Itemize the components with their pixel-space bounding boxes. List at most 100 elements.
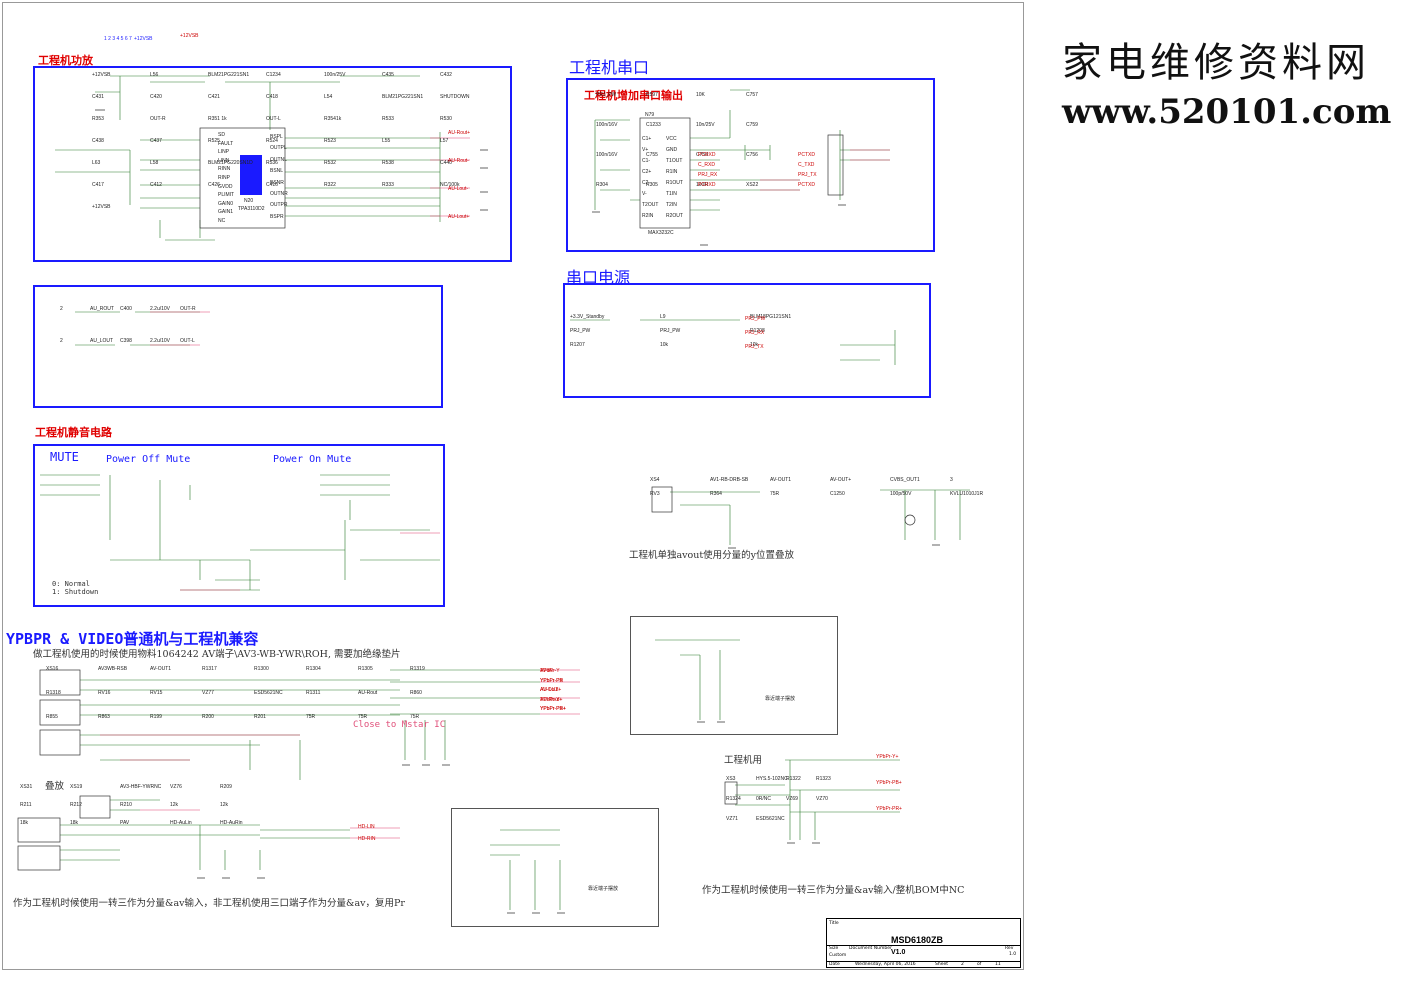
serial-pin-label: C1- xyxy=(642,158,651,164)
stack-label-item: R209 xyxy=(220,784,232,790)
serial-title: 工程机串口 xyxy=(569,58,650,77)
amp-section-box xyxy=(33,66,512,262)
ypbpr-net: AU-Rout+ xyxy=(540,696,563,703)
serial-component-label: R304 xyxy=(596,182,608,188)
amp-chip-part: TPA3110D2 xyxy=(238,206,265,212)
audio-out-box xyxy=(33,285,443,408)
amp-component-label: R333 xyxy=(382,182,394,188)
ypbpr-title: YPBPR & VIDEO普通机与工程机兼容 xyxy=(6,630,259,648)
mute-title: MUTE xyxy=(50,450,79,464)
title-block: Title MSD6180ZB Size Document Number Rev… xyxy=(826,918,1021,968)
serial-pin-label: T1OUT xyxy=(666,158,683,164)
top-rail-net: +12VSB xyxy=(180,33,199,39)
amp-pin-label: BSPR xyxy=(270,213,284,220)
serial-component-label: 100R xyxy=(696,182,708,188)
amp-component-label: L56 xyxy=(150,72,159,78)
stack-label-item: XS31 xyxy=(20,784,33,790)
stack-label-item: HD-AuLin xyxy=(170,820,192,826)
av-out-label: AV1-RB-DRB-SB xyxy=(710,477,749,483)
amp-pin-label: OUTPL xyxy=(270,145,287,152)
stack-net: HD-RIN xyxy=(358,836,376,842)
serial-power-net: PRJ_TX xyxy=(745,344,764,350)
serial-power-label: L9 xyxy=(660,314,666,320)
ypbpr-label: 75R xyxy=(410,714,420,720)
serial-pin-label: C1+ xyxy=(642,136,652,142)
ypbpr-label: R1300 xyxy=(254,666,269,672)
amp-component-label: C432 xyxy=(440,72,452,78)
ypbpr-label: R855 xyxy=(46,714,58,720)
amp-pin-label: SD xyxy=(218,132,225,138)
audio-out-label: 2 xyxy=(60,306,63,312)
amp-component-label: R353 xyxy=(92,116,104,122)
avout-note: 工程机单独avout使用分量的y位置叠放 xyxy=(629,550,795,561)
stack-label-item: 18k xyxy=(70,820,79,826)
amp-pin-label: GVDD xyxy=(218,183,233,190)
amp-component-label: L57 xyxy=(440,138,449,144)
ypbpr-label: R1318 xyxy=(46,690,61,696)
ypbpr-note: 做工程机使用的时候使用物料1064242 AV端子\AV3-WB-YWR\ROH… xyxy=(33,649,401,660)
ypbpr-label: AV-OUT1 xyxy=(150,666,172,672)
ypbpr-label: R1319 xyxy=(410,666,425,672)
amp-component-label: BLM21PG221SN1 xyxy=(208,72,250,78)
amp-component-label: C418 xyxy=(266,94,278,100)
amp-pin-label: OUTNR xyxy=(270,191,288,197)
serial-power-net: PRJ_RX xyxy=(745,330,765,336)
amp-component-label: BLM21PG221SN1 xyxy=(382,94,424,100)
serial-component-label: C1233 xyxy=(646,122,661,128)
serial-component-label: C757 xyxy=(746,92,758,98)
amp-component-label: R532 xyxy=(324,160,336,166)
serial-pin-label: V- xyxy=(642,191,647,197)
ypbpr-label: RV15 xyxy=(150,690,163,696)
av-out-label: 75R xyxy=(770,491,780,497)
tb-date: Wednesday, April 06, 2016 xyxy=(855,962,916,967)
audio-out-label: AU_LOUT xyxy=(90,338,114,344)
tb-title-label: Title xyxy=(829,921,839,926)
serial-component-label: R305 xyxy=(646,182,658,188)
serial-net-label: PCTXD xyxy=(798,152,815,158)
amp-component-label: L58 xyxy=(150,160,159,166)
serial-power-label: 10k xyxy=(750,342,759,348)
eng-jack-label: R1322 xyxy=(786,776,801,782)
eng-jack-label: VZ70 xyxy=(816,796,828,802)
schematic-sheet xyxy=(2,2,1024,970)
amp-pin-label: FAULT xyxy=(218,140,234,147)
serial-pin-label: VCC xyxy=(666,136,677,142)
eng-jack-label: R1324 xyxy=(726,796,741,802)
amp-pin-label: GAIN1 xyxy=(218,209,234,216)
amp-component-label: OUT-L xyxy=(266,116,281,122)
amp-component-label: C412 xyxy=(150,182,162,188)
serial-component-label: C755 xyxy=(646,152,658,158)
serial-component-label: C759 xyxy=(746,122,758,128)
amp-component-label: SHUTDOWN xyxy=(440,94,470,100)
tb-of: 11 xyxy=(995,962,1001,967)
amp-component-label: L54 xyxy=(324,94,333,100)
audio-out-label: C398 xyxy=(120,338,132,344)
amp-component-label: OUT-R xyxy=(150,116,166,122)
amp-pin-label: LINN xyxy=(218,157,230,164)
watermark: 家电维修资料网 www.520101.com xyxy=(1062,30,1392,132)
amp-component-label: C417 xyxy=(92,182,104,188)
stack-label-item: 18k xyxy=(20,820,29,826)
serial-power-label: 10k xyxy=(660,342,669,348)
amp-component-label: R3541k xyxy=(324,116,342,122)
amp-component-label: C438 xyxy=(92,138,104,144)
watermark-cn: 家电维修资料网 xyxy=(1062,40,1370,86)
av-out-label: KVLU1010J1R xyxy=(950,491,984,497)
close-to-mstar: Close to Mstar IC xyxy=(353,720,446,730)
serial-pin-label: R2IN xyxy=(642,213,654,219)
ypbpr-label: R1304 xyxy=(306,666,321,672)
audio-out-label: 2.2u/10V xyxy=(150,306,171,312)
mute-power-on: Power On Mute xyxy=(273,454,352,465)
ypbpr-label: R860 xyxy=(410,690,422,696)
ypbpr-label: 75R xyxy=(358,714,368,720)
amp-component-label: L63 xyxy=(92,160,101,166)
serial-component-label: XS22 xyxy=(746,182,759,188)
av-out-label: AV-OUT1 xyxy=(770,477,792,483)
audio-out-label: AU_ROUT xyxy=(90,306,114,312)
amp-net-label: AU-Rout- xyxy=(448,158,469,164)
serial-power-label: R1208 xyxy=(750,328,765,334)
serial-pin-label: T2IN xyxy=(666,202,677,208)
amp-component-label: C416 xyxy=(266,182,278,188)
stack-label-item: 12k xyxy=(170,802,179,808)
